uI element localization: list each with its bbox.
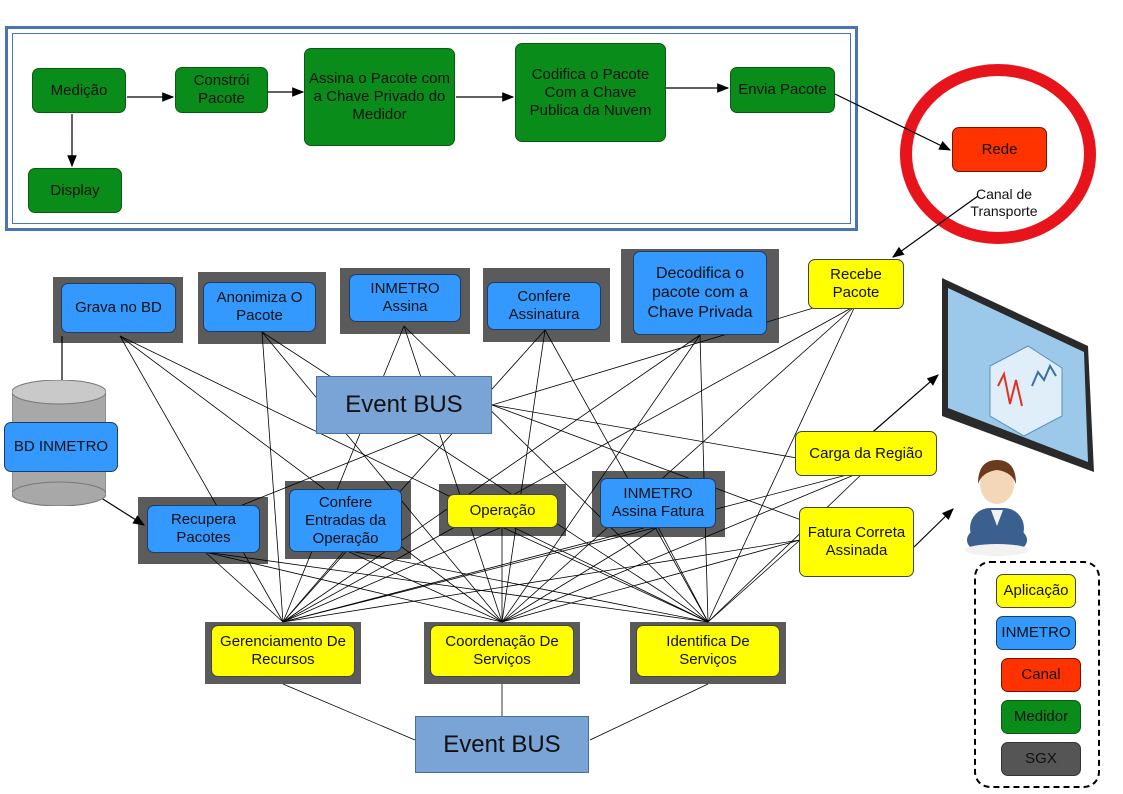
- bd-inmetro-box[interactable]: BD INMETRO: [4, 422, 118, 472]
- anonimiza-box[interactable]: Anonimiza O Pacote: [203, 282, 316, 332]
- event-bus-top: Event BUS: [316, 376, 492, 434]
- coordenacao-box[interactable]: Coordenação De Serviços: [430, 625, 574, 677]
- constroi-pacote-box[interactable]: Constrói Pacote: [175, 67, 268, 113]
- legend-sgx: SGX: [1001, 742, 1081, 776]
- rede-box[interactable]: Rede: [952, 127, 1047, 172]
- medidor-frame: [5, 26, 858, 231]
- confere-entradas-box[interactable]: Confere Entradas da Operação: [289, 489, 402, 552]
- identifica-box[interactable]: Identifica De Serviços: [636, 625, 780, 677]
- event-bus-bottom: Event BUS: [415, 716, 589, 773]
- assina-pacote-box[interactable]: Assina o Pacote com a Chave Privado do M…: [304, 48, 455, 146]
- decodifica-box[interactable]: Decodifica o pacote com a Chave Privada: [633, 251, 767, 335]
- recupera-pacotes-box[interactable]: Recupera Pacotes: [147, 505, 260, 553]
- medicao-box[interactable]: Medição: [32, 68, 126, 113]
- fatura-correta-box[interactable]: Fatura Correta Assinada: [799, 507, 914, 577]
- envia-pacote-box[interactable]: Envia Pacote: [730, 67, 835, 113]
- confere-assinatura-box[interactable]: Confere Assinatura: [487, 282, 601, 330]
- gerenciamento-box[interactable]: Gerenciamento De Recursos: [211, 625, 355, 677]
- inmetro-assina-fatura-box[interactable]: INMETRO Assina Fatura: [600, 478, 716, 528]
- legend: Aplicação INMETRO Canal Medidor SGX: [974, 561, 1100, 788]
- database-icon: [12, 380, 106, 506]
- legend-medidor: Medidor: [1001, 700, 1081, 734]
- canal-transporte-label: Canal de Transporte: [970, 186, 1038, 219]
- codifica-pacote-box[interactable]: Codifica o Pacote Com a Chave Publica da…: [515, 43, 666, 142]
- user-avatar-icon: [965, 460, 1029, 556]
- legend-inmetro: INMETRO: [996, 616, 1076, 650]
- legend-aplicacao: Aplicação: [996, 574, 1076, 608]
- recebe-pacote-box[interactable]: Recebe Pacote: [808, 259, 904, 309]
- monitor-chart-icon: [942, 278, 1094, 472]
- legend-canal: Canal: [1001, 658, 1081, 692]
- grava-bd-box[interactable]: Grava no BD: [61, 283, 176, 333]
- carga-regiao-box[interactable]: Carga da Região: [795, 431, 937, 476]
- display-box[interactable]: Display: [28, 168, 122, 213]
- operacao-box[interactable]: Operação: [447, 494, 558, 528]
- inmetro-assina-box[interactable]: INMETRO Assina: [349, 274, 461, 322]
